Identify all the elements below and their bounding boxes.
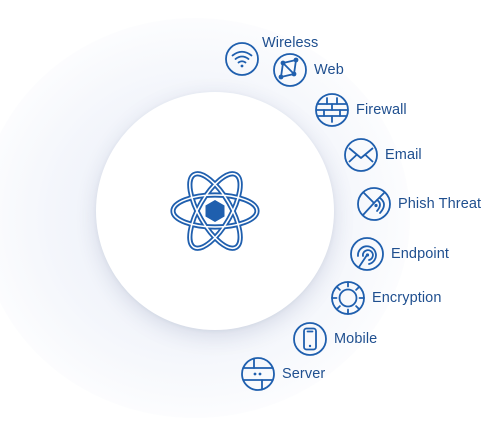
node-endpoint[interactable]: Endpoint xyxy=(349,236,449,272)
encryption-icon xyxy=(330,280,366,316)
node-label-endpoint: Endpoint xyxy=(391,246,450,262)
node-phish-threat[interactable]: Phish Threat xyxy=(356,186,481,222)
node-firewall[interactable]: Firewall xyxy=(314,92,407,128)
brick-wall-icon xyxy=(314,92,350,128)
node-web[interactable]: Web xyxy=(272,52,344,88)
node-encryption[interactable]: Encryption xyxy=(330,280,442,316)
node-server[interactable]: Server xyxy=(240,356,325,392)
endpoint-icon xyxy=(349,236,385,272)
node-label-email: Email xyxy=(385,147,422,163)
hook-icon xyxy=(356,186,392,222)
node-wireless[interactable]: Wireless xyxy=(224,35,318,77)
wifi-icon xyxy=(224,41,260,77)
globe-icon xyxy=(272,52,308,88)
node-label-wireless: Wireless xyxy=(262,35,319,51)
phone-icon xyxy=(292,321,328,357)
hub-circle xyxy=(96,92,334,330)
node-email[interactable]: Email xyxy=(343,137,422,173)
node-label-phish-threat: Phish Threat xyxy=(398,196,482,212)
node-label-firewall: Firewall xyxy=(356,102,407,118)
server-icon xyxy=(240,356,276,392)
node-mobile[interactable]: Mobile xyxy=(292,321,377,357)
node-label-mobile: Mobile xyxy=(334,331,378,347)
node-label-server: Server xyxy=(282,366,326,382)
envelope-icon xyxy=(343,137,379,173)
node-label-encryption: Encryption xyxy=(372,290,442,306)
atom-icon xyxy=(170,171,260,251)
node-label-web: Web xyxy=(314,62,344,78)
